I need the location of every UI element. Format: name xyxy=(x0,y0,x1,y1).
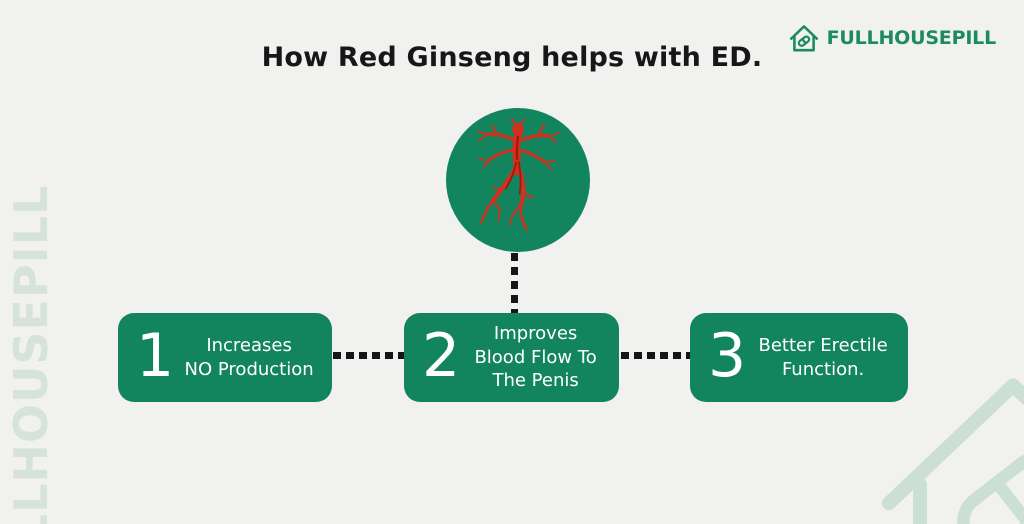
step-card-2: 2 Improves Blood Flow To The Penis xyxy=(404,313,619,402)
watermark-house-icon xyxy=(858,342,1024,524)
step-number: 1 xyxy=(136,320,175,391)
step-label: Better Erectile Function. xyxy=(758,335,888,380)
brand-logo: FULLHOUSEPILL xyxy=(788,22,996,54)
vertical-dotted-connector xyxy=(511,253,518,314)
hero-circle xyxy=(446,108,590,252)
house-pill-icon xyxy=(788,22,820,54)
watermark-vertical-text: FULLHOUSEPILL xyxy=(4,184,58,524)
step-number: 3 xyxy=(708,320,747,391)
brand-name: FULLHOUSEPILL xyxy=(826,27,997,49)
page-title: How Red Ginseng helps with ED. xyxy=(261,42,763,73)
ginseng-root-icon xyxy=(466,117,570,243)
step-number: 2 xyxy=(422,320,461,391)
step-card-3: 3 Better Erectile Function. xyxy=(690,313,908,402)
horizontal-dotted-connector-2 xyxy=(621,352,690,359)
step-label: Improves Blood Flow To The Penis xyxy=(474,323,597,392)
step-card-1: 1 Increases NO Production xyxy=(118,313,332,402)
horizontal-dotted-connector-1 xyxy=(333,352,404,359)
step-label: Increases NO Production xyxy=(184,335,314,380)
